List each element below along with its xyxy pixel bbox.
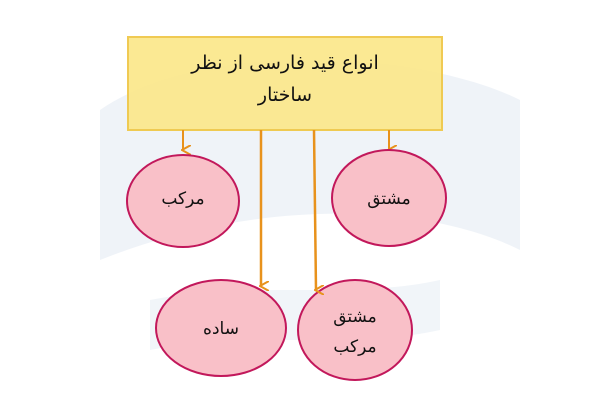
label-derived-compound: مشتق مرکب [305, 302, 405, 362]
label-derived-compound-line-1: مشتق [333, 307, 377, 327]
node-derived [331, 149, 447, 247]
arrow-to-derived-compound [312, 129, 316, 290]
title-line-2: ساختار [257, 84, 313, 106]
diagram-title: انواع قید فارسی از نظر ساختار [128, 47, 442, 111]
title-box [127, 36, 443, 131]
title-line-1: انواع قید فارسی از نظر [191, 52, 379, 74]
label-derived-compound-line-2: مرکب [333, 337, 377, 357]
node-simple [155, 279, 287, 377]
label-compound: مرکب [161, 189, 205, 209]
label-derived: مشتق [367, 189, 411, 209]
node-compound [126, 154, 240, 248]
label-simple: ساده [203, 319, 239, 339]
node-derived-compound [297, 279, 413, 381]
